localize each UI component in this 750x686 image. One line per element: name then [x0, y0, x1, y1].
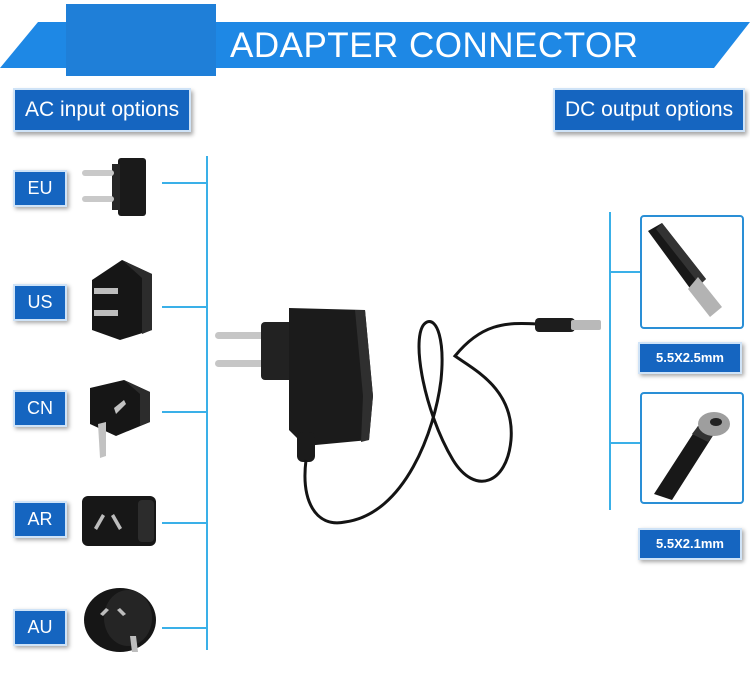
dc-connector-label-5-5x2-5: 5.5X2.5mm: [638, 342, 742, 374]
banner-accent-block: [66, 4, 216, 76]
ac-branch-line: [162, 522, 206, 524]
plug-label-us: US: [13, 284, 67, 321]
dc-branch-line: [609, 271, 641, 273]
cn-plug-icon: [90, 380, 150, 458]
dc-output-options-header: DC output options: [553, 88, 746, 132]
dc-connector-box-5-5x2-1: [640, 392, 744, 504]
dc-connector-line: [609, 212, 611, 510]
ac-connector-line: [206, 156, 208, 650]
dc-barrel-connector-icon: [654, 412, 730, 500]
au-plug-icon: [84, 588, 156, 652]
ac-branch-line: [162, 627, 206, 629]
plug-label-cn: CN: [13, 390, 67, 427]
page-title: ADAPTER CONNECTOR: [230, 26, 639, 65]
power-adapter-image: [215, 308, 601, 525]
plug-label-eu: EU: [13, 170, 67, 207]
eu-plug-icon: [82, 158, 146, 216]
ac-branch-line: [162, 182, 206, 184]
plug-label-au: AU: [13, 609, 67, 646]
dc-connector-box-5-5x2-5: [640, 215, 744, 329]
ac-branch-line: [162, 306, 206, 308]
dc-barrel-connector-icon: [648, 223, 722, 317]
ac-branch-line: [162, 411, 206, 413]
us-plug-icon: [92, 260, 152, 340]
ar-plug-icon: [82, 496, 156, 546]
dc-branch-line: [609, 442, 641, 444]
plug-label-ar: AR: [13, 501, 67, 538]
dc-connector-label-5-5x2-1: 5.5X2.1mm: [638, 528, 742, 560]
ac-input-options-header: AC input options: [13, 88, 192, 132]
